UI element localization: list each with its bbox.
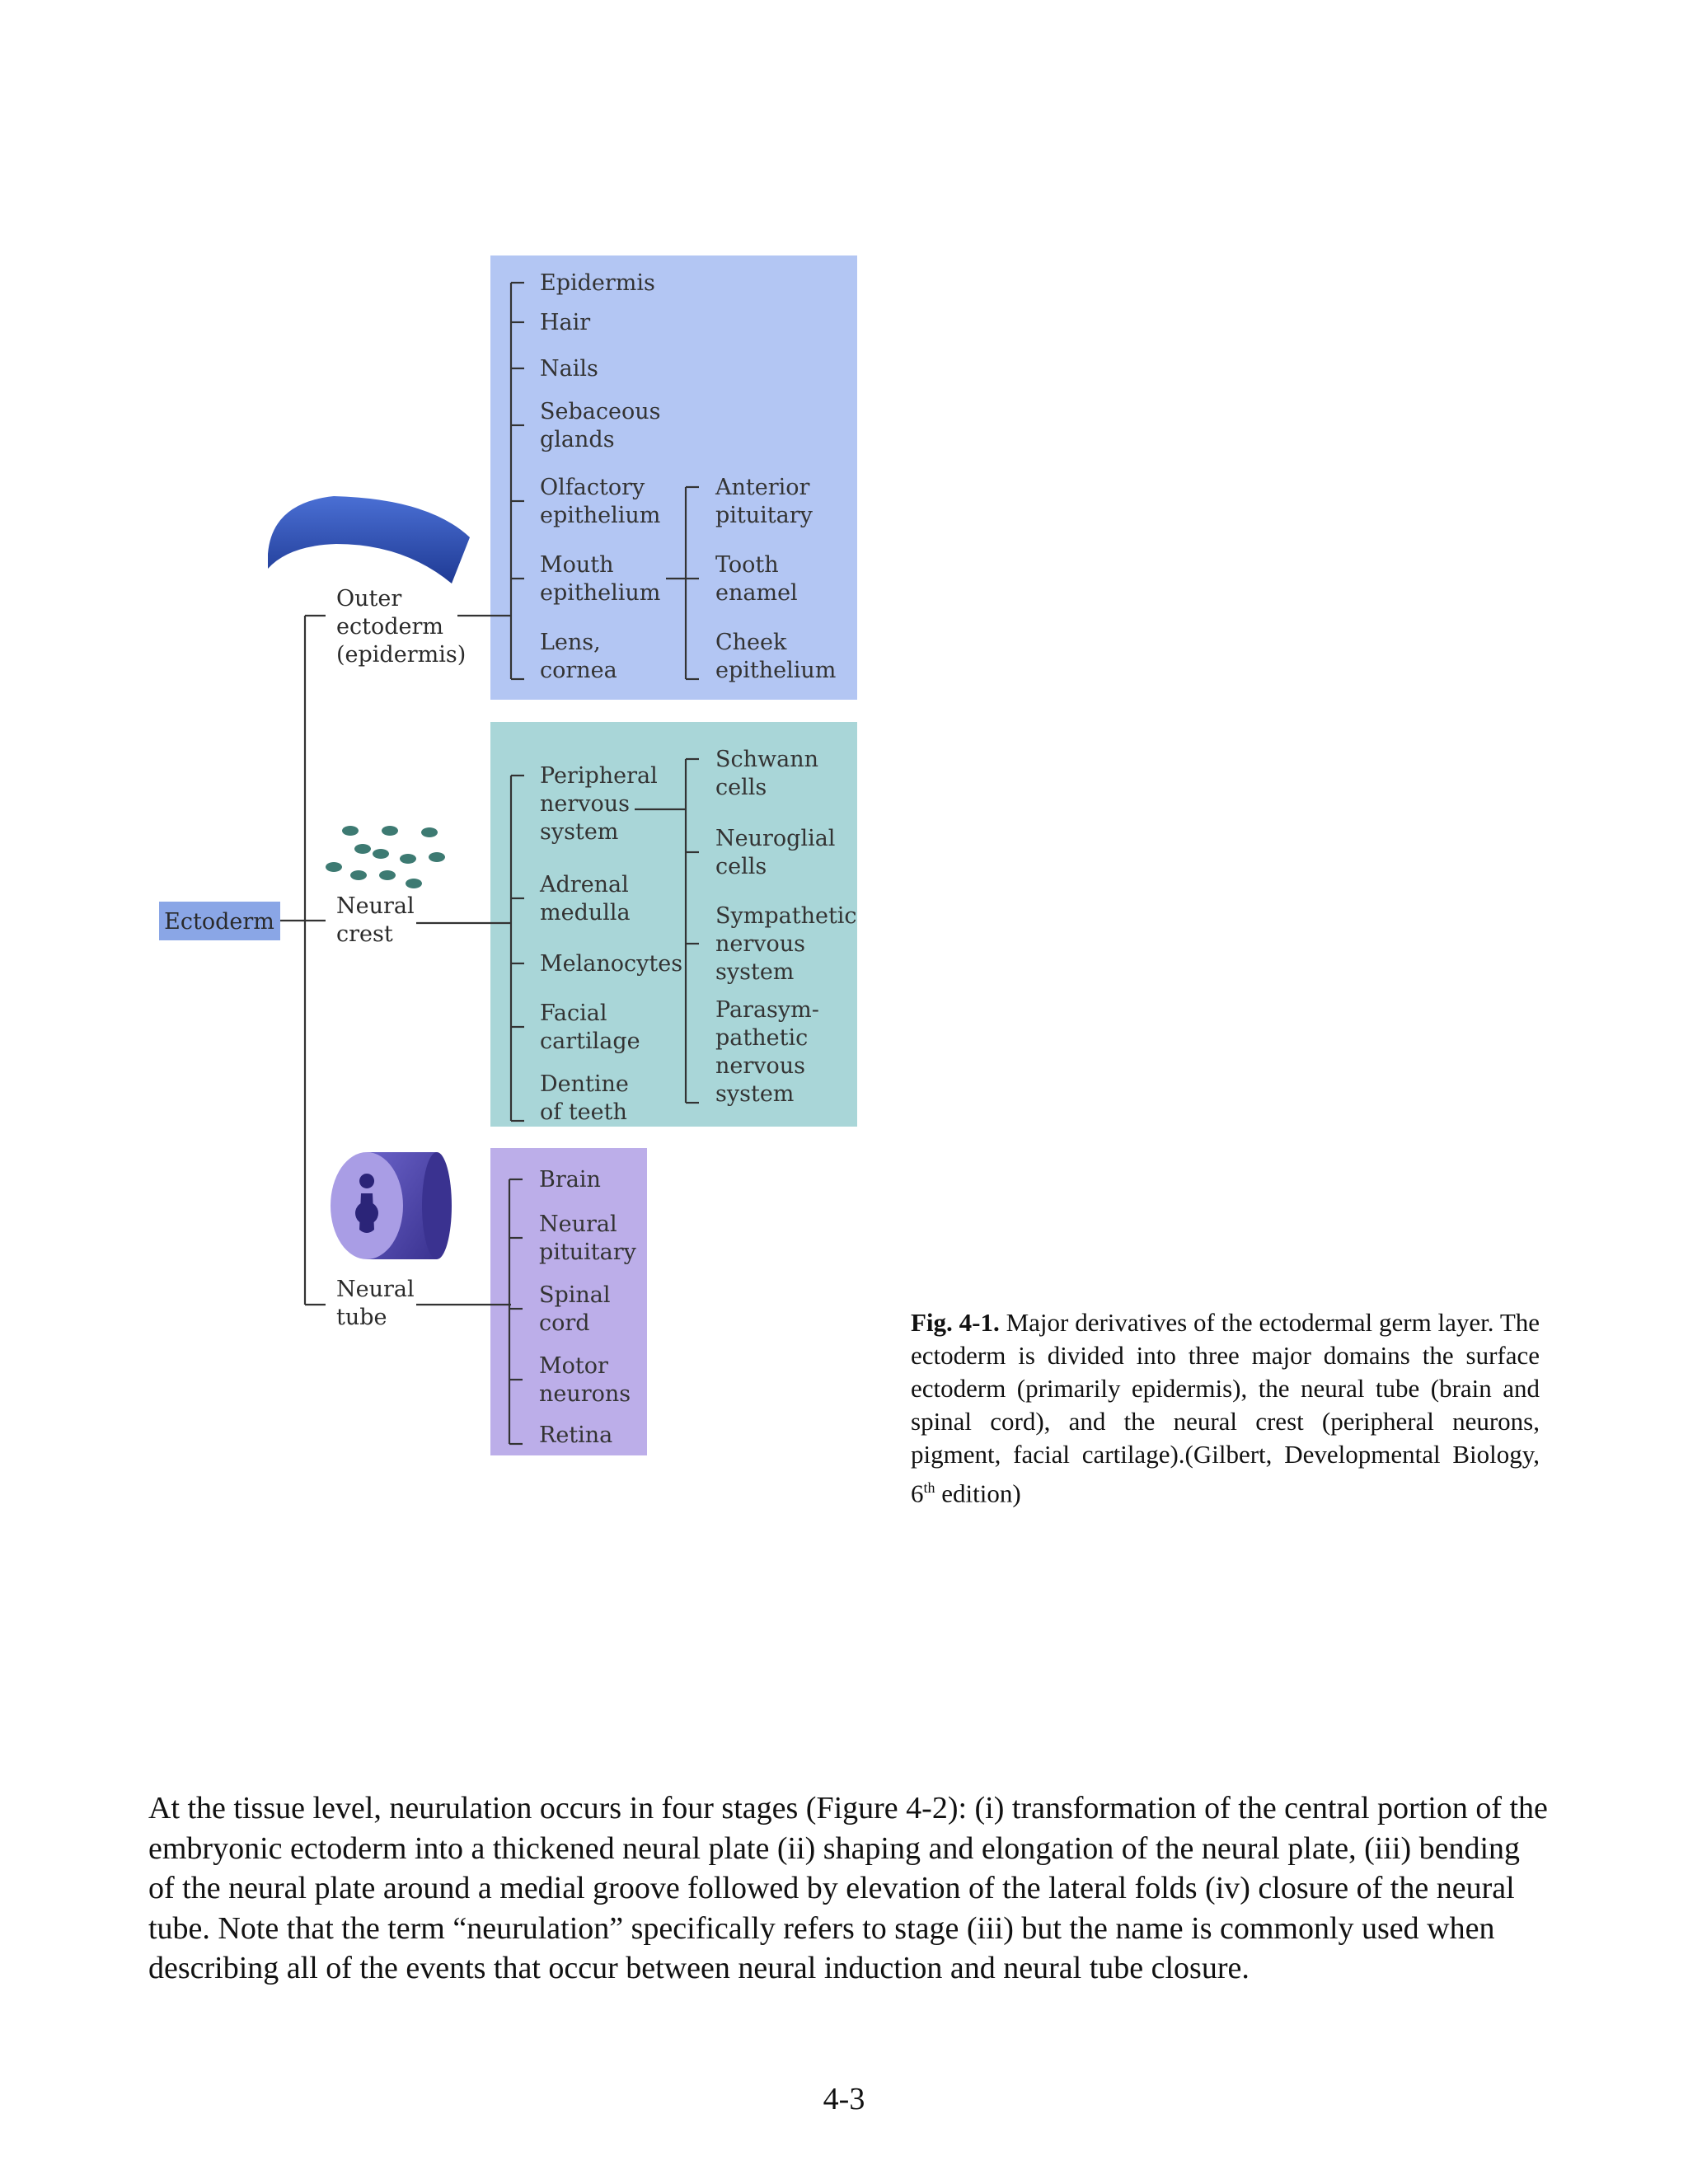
derivative-melanocytes: Melanocytes — [540, 951, 682, 977]
ectoderm-root-box — [159, 902, 280, 940]
figure-caption-label: Fig. 4-1. — [911, 1308, 1000, 1337]
neural-crest-cells-illustration — [326, 826, 445, 888]
derivative-lens-cornea: Lens,cornea — [540, 630, 617, 683]
trunk-connectors — [280, 614, 511, 1306]
figure-caption-superscript: th — [923, 1479, 935, 1496]
figure-caption: Fig. 4-1. Major derivatives of the ectod… — [911, 1306, 1540, 1510]
derivative-hair: Hair — [540, 310, 590, 335]
outer-ectoderm-sheet-illustration — [268, 496, 470, 583]
figure-caption-text-end: edition) — [935, 1479, 1021, 1508]
neural-tube-illustration — [331, 1152, 452, 1259]
neural-tube-box — [490, 1148, 647, 1455]
figure-caption-text: Major derivatives of the ectodermal germ… — [911, 1308, 1540, 1508]
ectoderm-root-label: Ectoderm — [164, 909, 274, 935]
derivative-nails: Nails — [540, 356, 598, 382]
outer-ectoderm-box — [490, 255, 857, 700]
derivative-retina: Retina — [539, 1422, 612, 1448]
derivative-epidermis: Epidermis — [540, 270, 655, 296]
derivative-brain: Brain — [539, 1167, 601, 1193]
body-paragraph: At the tissue level, neurulation occurs … — [148, 1791, 1548, 1985]
page-number: 4-3 — [823, 2082, 865, 2116]
neural-crest-box — [490, 722, 857, 1127]
